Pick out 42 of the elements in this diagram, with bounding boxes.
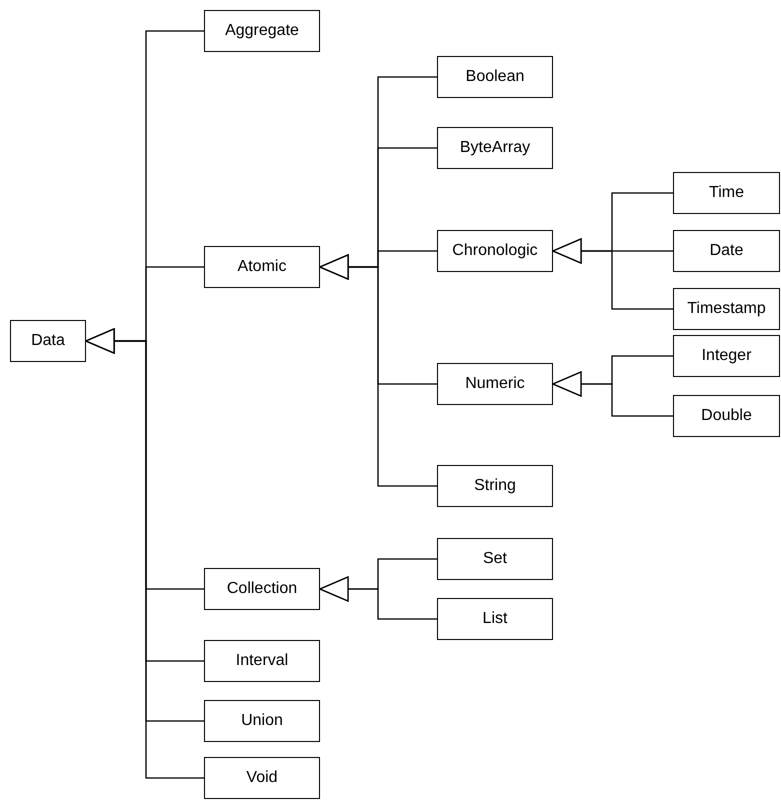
inheritance-arrow [319, 254, 437, 487]
class-name: Union [241, 712, 283, 730]
class-name: Numeric [465, 375, 525, 393]
class-box [437, 127, 553, 169]
class-name: Timestamp [687, 300, 766, 318]
class-box [673, 172, 780, 214]
inheritance-arrow [552, 238, 673, 310]
class-box [204, 757, 320, 799]
class-name: Chronologic [452, 242, 538, 260]
class-name: Void [246, 769, 278, 787]
class-name: Date [710, 242, 744, 260]
class-name: String [474, 477, 516, 495]
class-box [673, 230, 780, 272]
class-name: Atomic [238, 258, 286, 276]
class-box [673, 288, 780, 330]
class-box [673, 335, 780, 377]
class-name: Time [709, 184, 744, 202]
class-name: Data [31, 332, 65, 350]
class-box [437, 465, 553, 507]
class-box [204, 246, 320, 288]
inheritance-arrow [319, 576, 437, 620]
class-box [204, 568, 320, 610]
class-box [10, 320, 86, 362]
class-box [204, 640, 320, 682]
class-box [437, 56, 553, 98]
class-box [437, 538, 553, 580]
class-name: Interval [236, 652, 288, 670]
class-name: List [482, 610, 508, 628]
class-box [437, 230, 553, 272]
class-box [437, 363, 553, 405]
inheritance-arrow [552, 371, 673, 417]
class-box [437, 598, 553, 640]
class-name: Set [482, 550, 507, 568]
class-name: Integer [702, 347, 752, 365]
class-name: ByteArray [460, 139, 530, 157]
class-box [673, 395, 780, 437]
class-name: Collection [226, 580, 298, 598]
class-box [204, 700, 320, 742]
class-name: Boolean [466, 68, 524, 86]
class-name: Aggregate [225, 22, 299, 40]
class-box [204, 10, 320, 52]
class-name: Double [701, 407, 752, 425]
